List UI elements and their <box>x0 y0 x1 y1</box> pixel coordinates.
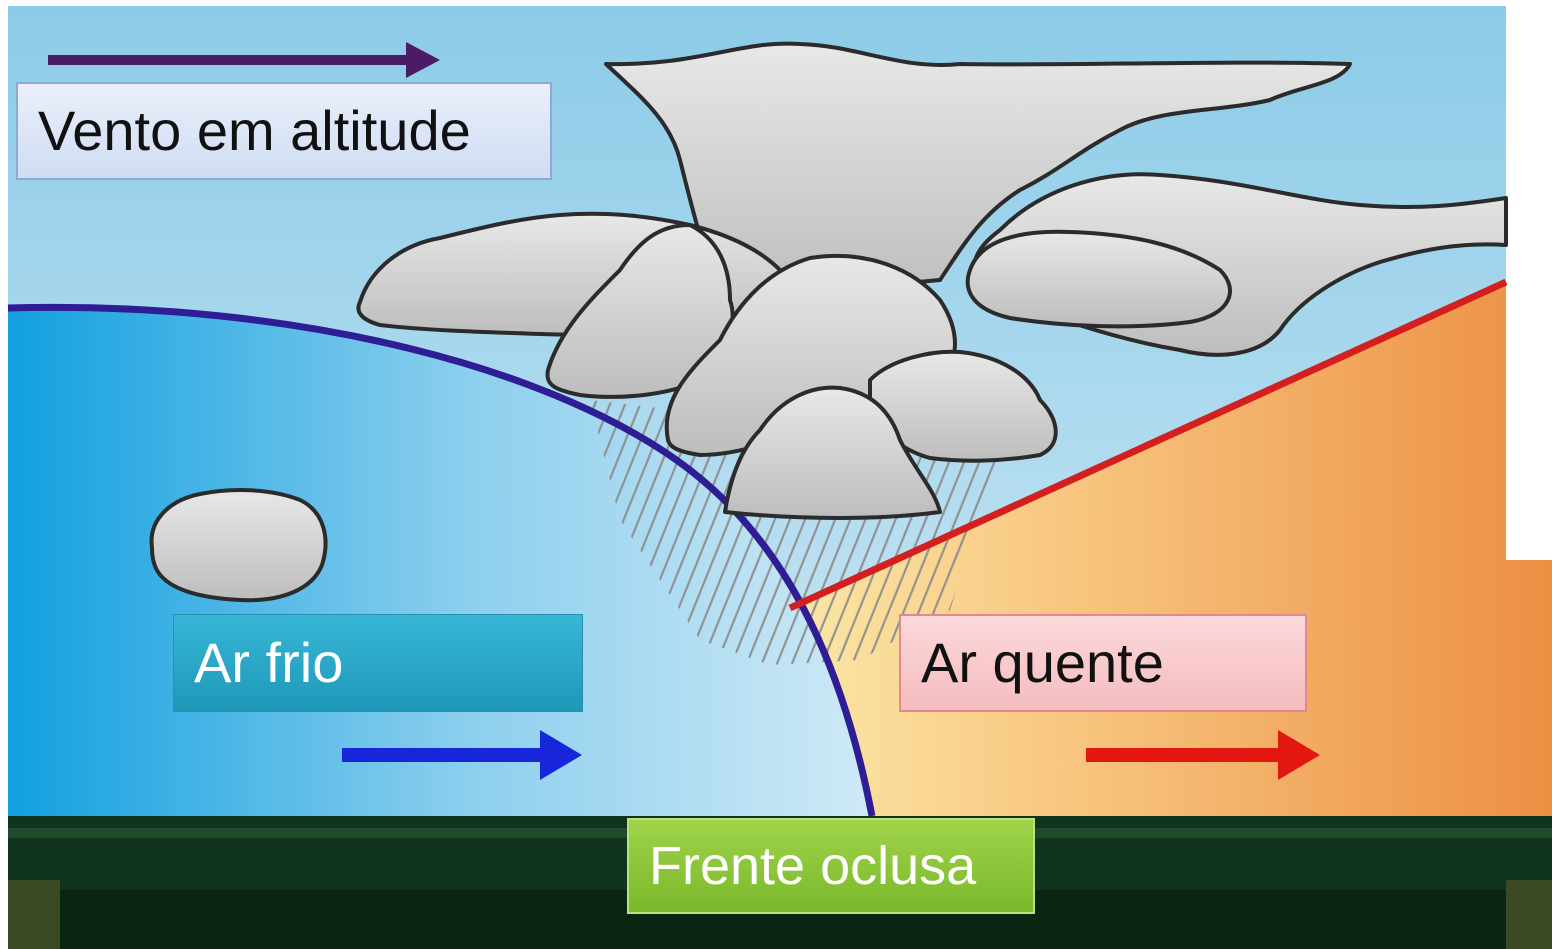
small-left-cloud <box>149 488 328 603</box>
warm-air-label: Ar quente <box>899 614 1307 712</box>
lower-rain-cloud <box>723 385 942 520</box>
cold-air-label: Ar frio <box>173 614 583 712</box>
front-type-label: Frente oclusa <box>627 818 1035 914</box>
right-inner-cloud <box>965 229 1232 329</box>
upper-wind-arrow <box>48 42 440 78</box>
cloud-system <box>149 41 1508 603</box>
cold-air-arrow <box>342 730 582 780</box>
arrow-right-icon <box>540 730 582 780</box>
right-rain-cloud <box>868 349 1058 463</box>
ground-texture-left <box>8 880 60 949</box>
ground-texture-right <box>1506 880 1552 949</box>
cold-front-line <box>7 303 876 817</box>
arrow-right-icon <box>406 42 440 78</box>
upper-wind-label: Vento em altitude <box>16 82 552 180</box>
mid-left-cloud <box>545 223 735 399</box>
warm-front-line <box>788 278 1508 612</box>
warm-air-arrow <box>1086 730 1320 780</box>
arrow-right-icon <box>1278 730 1320 780</box>
